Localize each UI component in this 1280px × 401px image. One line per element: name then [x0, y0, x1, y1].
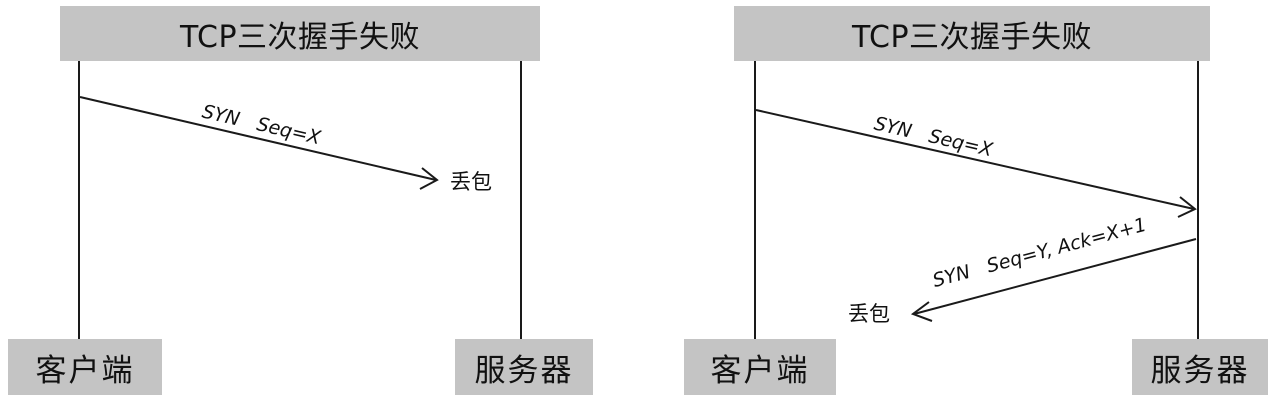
syn-arrow-head	[419, 167, 439, 190]
message-arrows	[79, 96, 439, 190]
message-arrows	[755, 109, 1197, 322]
syn-arrow-head	[1177, 196, 1197, 218]
syn-ack-arrow-head	[910, 301, 933, 322]
packet-lost-label: 丢包	[450, 170, 492, 194]
syn-arrow-line	[79, 96, 437, 181]
panel-title: TCP三次握手失败	[60, 6, 540, 61]
syn-ack-arrow-line	[913, 238, 1197, 315]
diagram-panel-right: TCP三次握手失败 SYN Seq=X SYN Seq=Y, Ack=X+1 丢…	[640, 0, 1280, 401]
client-lifeline	[754, 61, 756, 339]
server-box: 服务器	[455, 339, 593, 395]
diagram-panel-left: TCP三次握手失败 SYN Seq=X 丢包 客户端 服务器	[8, 6, 593, 395]
client-lifeline	[78, 61, 80, 339]
server-lifeline	[520, 61, 522, 339]
panel-title: TCP三次握手失败	[734, 6, 1210, 61]
packet-lost-label: 丢包	[848, 302, 890, 326]
client-box: 客户端	[8, 339, 162, 395]
server-lifeline	[1197, 61, 1199, 339]
client-box: 客户端	[684, 339, 836, 395]
server-box: 服务器	[1132, 339, 1268, 395]
syn-arrow-line	[755, 109, 1195, 210]
